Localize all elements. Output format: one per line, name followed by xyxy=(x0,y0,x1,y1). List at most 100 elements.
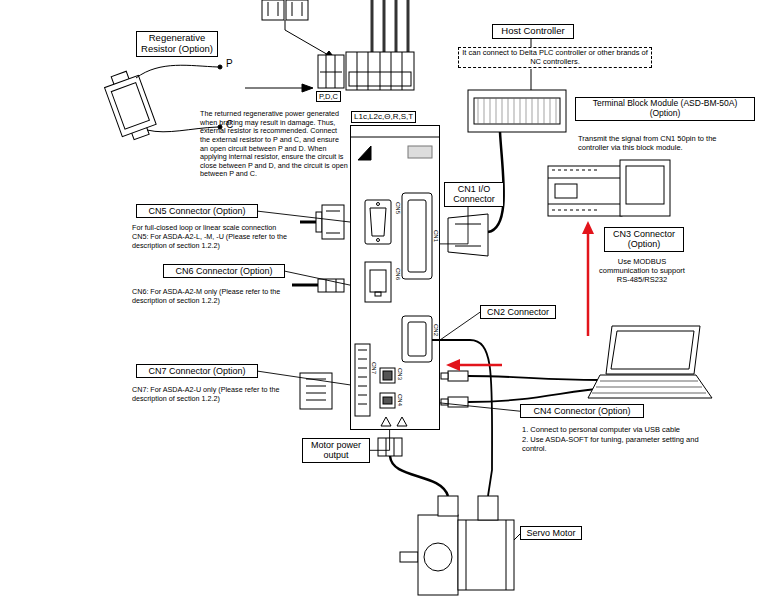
plc-panel xyxy=(555,184,577,198)
connector-label-box: CN7 Connector (Option) xyxy=(136,364,258,378)
box-text: Terminal Block Module (ASD-BM-50A) (Opti… xyxy=(579,99,751,119)
leader-line xyxy=(440,403,520,411)
resistor-wire xyxy=(136,65,218,78)
warning-symbol xyxy=(381,417,391,426)
port-label: CN7 xyxy=(371,362,377,374)
box-text: Servo Motor xyxy=(524,528,578,538)
controller-note-box: It can connect to Delta PLC controller o… xyxy=(458,47,652,68)
power-plug xyxy=(262,0,284,20)
connector-label-box: CN1 I/O Connector xyxy=(444,182,504,207)
hmi-unit xyxy=(620,160,670,216)
usb-tip xyxy=(441,373,448,379)
terminal-pins xyxy=(358,350,367,404)
motor-output-label-box: Motor power output xyxy=(302,438,370,463)
description-note: 2. Use ASDA-SOFT for tuning, parameter s… xyxy=(522,435,722,453)
port-socket xyxy=(408,322,426,356)
box-text: CN1 I/O Connector xyxy=(448,184,500,205)
motor-label-box: Servo Motor xyxy=(520,526,582,540)
servo-drive: L1c,L2c,Θ,R,S,TCN5CN1CN6CN2CN7CN3CN4 xyxy=(350,125,440,430)
terminal-strip xyxy=(474,98,560,124)
plug-pins xyxy=(268,2,302,16)
terminal-slots xyxy=(320,55,342,88)
box-text: CN3 Connector (Option) xyxy=(608,229,680,250)
connector-label-box: CN3 Connector (Option) xyxy=(604,227,684,252)
warning-note: The returned regenerative power generate… xyxy=(200,110,348,179)
port-label: CN3 xyxy=(397,368,403,380)
port-socket xyxy=(383,371,392,380)
description-note: 1. Connect to personal computer via USB … xyxy=(522,425,742,434)
encoder-cable xyxy=(432,340,492,496)
motor-flange xyxy=(418,515,458,595)
cn7-plug xyxy=(300,373,332,409)
leader-line xyxy=(370,430,390,450)
cn4-port xyxy=(380,393,395,408)
rj45-notch xyxy=(375,292,381,296)
plug-detail xyxy=(326,211,340,233)
plug-detail xyxy=(326,279,336,292)
flange-pilot xyxy=(424,543,452,571)
box-text: CN5 Connector (Option) xyxy=(140,206,254,216)
pointer-line xyxy=(245,88,303,89)
box-text: Motor power output xyxy=(306,440,366,461)
pdc-terminal xyxy=(318,55,344,88)
leader-line xyxy=(440,312,480,340)
power-cable xyxy=(390,456,448,496)
usb-cable xyxy=(468,376,600,380)
port-socket xyxy=(408,200,426,272)
warning-symbol xyxy=(397,417,407,426)
connector-label-box: CN5 Connector (Option) xyxy=(136,204,258,218)
cn2-port xyxy=(402,316,432,362)
red-arrow xyxy=(587,232,590,336)
port-label: CN4 xyxy=(397,394,403,406)
box-text: Host Controller xyxy=(496,26,570,37)
plug-pins xyxy=(306,379,326,400)
description-note: Use MODBUS communication to support RS-4… xyxy=(592,257,692,284)
box-text: CN7 Connector (Option) xyxy=(140,366,254,376)
cable xyxy=(292,284,318,287)
leader-line xyxy=(440,207,468,244)
laptop-base xyxy=(588,375,712,398)
laptop-screen xyxy=(606,326,700,374)
terminal-screws xyxy=(349,72,411,86)
port-label: CN2 xyxy=(433,324,439,336)
port-label: CN1 xyxy=(433,230,439,242)
usb-plug xyxy=(448,371,468,381)
connector-label-box: CN2 Connector xyxy=(480,305,556,319)
plug-detail xyxy=(455,224,481,246)
connector-label-box: CN6 Connector (Option) xyxy=(163,264,285,278)
brand-logo xyxy=(358,146,371,160)
resistor-face xyxy=(111,83,149,129)
encoder-socket xyxy=(478,496,498,520)
leader-line xyxy=(258,211,350,222)
box-text: CN6 Connector (Option) xyxy=(167,266,281,276)
plug-guide-line xyxy=(285,20,330,56)
cn1-plug xyxy=(448,214,488,256)
connector-slots xyxy=(386,438,394,456)
description-note: CN7: For ASDA-A2-U only (Please refer to… xyxy=(132,386,302,403)
description-note: CN5: For ASDA-A2-L, -M, -U (Please refer… xyxy=(132,233,302,250)
cable xyxy=(300,221,316,224)
box-text: CN4 Connector (Option) xyxy=(524,406,640,416)
terminal-module xyxy=(468,90,566,132)
cn1-port xyxy=(402,193,432,279)
power-socket xyxy=(438,496,458,516)
terminal-name: P,D,C xyxy=(316,91,341,102)
motor-connector xyxy=(378,438,402,456)
terminal-screws xyxy=(478,98,556,124)
red-arrow-head xyxy=(446,359,460,371)
motor-body xyxy=(458,520,514,590)
power-plug xyxy=(286,0,308,20)
drive-bevel xyxy=(350,137,440,138)
cn6-plug xyxy=(318,279,344,292)
usb-plug xyxy=(448,397,468,407)
cn5-port xyxy=(365,200,391,244)
terminal-dot xyxy=(218,65,222,69)
model-plate xyxy=(408,146,432,158)
motor-detail xyxy=(466,520,506,590)
controller-label-box: Host Controller xyxy=(492,24,574,39)
resistor-label-box: Regenerative Resistor (Option) xyxy=(136,31,218,57)
power-wires xyxy=(372,0,408,52)
terminal-module-label-box: Terminal Block Module (ASD-BM-50A) (Opti… xyxy=(575,97,755,121)
leader-line xyxy=(531,38,532,47)
box-text: It can connect to Delta PLC controller o… xyxy=(462,49,648,66)
